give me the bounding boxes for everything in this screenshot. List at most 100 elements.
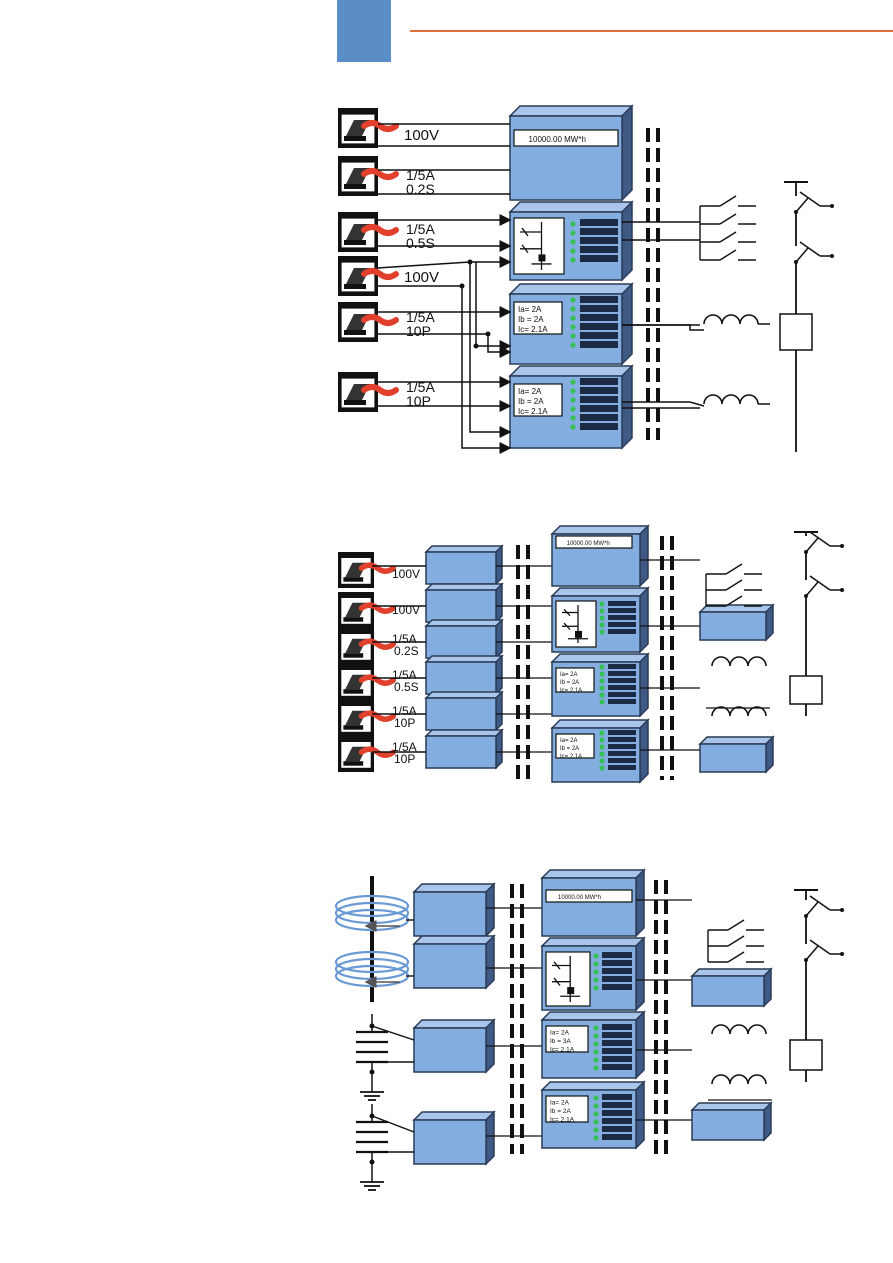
ct-base <box>343 725 364 730</box>
menu-stack <box>580 296 618 348</box>
menu-slot <box>602 1056 632 1062</box>
mimic-switch <box>563 622 571 630</box>
led-column <box>570 379 576 430</box>
status-led <box>599 629 605 635</box>
diagram-2-merging-units: 100V100V1/5A0.2S1/5A0.5S1/5A10P1/5A10P10… <box>338 524 844 784</box>
box-side <box>485 882 495 938</box>
menu-slot <box>580 237 618 244</box>
capacitive-voltage-divider-icon <box>356 1014 388 1101</box>
merging-unit-box <box>412 1018 496 1074</box>
junction-dot <box>485 331 491 337</box>
box-top <box>690 1102 773 1111</box>
coil-path <box>711 656 767 667</box>
contact-blade <box>727 919 745 931</box>
status-led <box>593 1111 599 1117</box>
menu-slot <box>608 692 636 697</box>
contact-blade <box>719 213 737 225</box>
menu-slot <box>608 730 636 735</box>
ct-base <box>344 136 366 141</box>
earth-terminal <box>840 544 844 548</box>
box-top <box>540 869 646 879</box>
merging-unit-box <box>412 934 496 990</box>
merging-unit-box <box>698 603 775 642</box>
ct-ratio-label: 1/5A <box>406 167 435 183</box>
status-led <box>570 333 576 339</box>
menu-slot <box>580 246 618 253</box>
energy-meter-box <box>508 104 634 202</box>
menu-stack <box>580 219 618 262</box>
breaker-box <box>779 313 813 351</box>
menu-slot <box>580 396 618 403</box>
trip-coil-icon <box>703 394 759 405</box>
status-led <box>570 297 576 303</box>
aux-contact-group <box>705 563 762 607</box>
status-led <box>599 622 605 628</box>
junction-dot <box>467 259 473 265</box>
status-led <box>599 685 605 691</box>
box-side <box>639 652 649 718</box>
menu-slot <box>608 622 636 627</box>
box-side <box>635 1010 645 1080</box>
ct-red-winding <box>358 602 397 614</box>
box-side <box>639 524 649 588</box>
box-front <box>425 625 497 659</box>
menu-slot <box>602 968 632 974</box>
header-accent-block <box>337 0 391 62</box>
box-side <box>495 690 503 732</box>
contact-blade <box>805 901 819 917</box>
box-front <box>425 697 497 731</box>
menu-slot <box>608 737 636 742</box>
box-side <box>621 282 633 366</box>
meter-reading-text: 10000.00 MW*h <box>529 135 586 144</box>
menu-slot <box>602 1024 632 1030</box>
box-front <box>541 877 637 937</box>
box-side <box>495 654 503 696</box>
breaker-contact <box>804 945 819 962</box>
box-front <box>699 743 767 773</box>
ib-text: Ib = 3A <box>550 1038 571 1045</box>
status-led <box>570 221 576 227</box>
display-screen <box>545 889 633 903</box>
box-top <box>550 653 650 663</box>
status-led <box>593 961 599 967</box>
menu-slot <box>608 629 636 634</box>
earth-switch-arm <box>799 191 821 207</box>
box-top <box>412 1019 496 1029</box>
wire <box>377 256 512 269</box>
menu-slot <box>580 387 618 394</box>
ib-text: Ib = 2A <box>518 397 544 406</box>
box-front <box>425 661 497 695</box>
ic-text: Ic= 2.1A <box>550 1047 575 1054</box>
box-top <box>550 525 650 535</box>
box-side <box>495 544 503 586</box>
box-front <box>413 1027 487 1073</box>
merging-unit-box <box>412 1110 496 1166</box>
led-column <box>593 1095 599 1141</box>
menu-stack <box>602 952 632 990</box>
contact-blade <box>795 197 809 213</box>
ct-class-label: 10P <box>406 393 431 409</box>
status-led <box>599 751 605 757</box>
ground-icon <box>360 1174 384 1191</box>
mimic-switch <box>521 227 529 237</box>
ct-ratio-label: 1/5A <box>406 379 435 395</box>
box-top <box>424 729 504 737</box>
menu-slot <box>580 219 618 226</box>
box-top <box>412 883 496 893</box>
switchgear-single-line <box>779 181 834 452</box>
process-bus <box>510 884 524 1154</box>
menu-slot <box>580 423 618 430</box>
menu-slot <box>580 323 618 330</box>
ct-class-label: 0.5S <box>406 235 435 251</box>
instrument-transformer-icon <box>338 664 397 700</box>
mimic-switch <box>553 961 561 970</box>
readout-screen <box>545 1025 589 1053</box>
led-column <box>599 730 605 771</box>
isolator-contact <box>804 901 819 918</box>
contact-blade <box>727 951 745 963</box>
menu-slot <box>602 1102 632 1108</box>
instrument-transformer-icon <box>338 256 399 296</box>
menu-slot <box>608 671 636 676</box>
